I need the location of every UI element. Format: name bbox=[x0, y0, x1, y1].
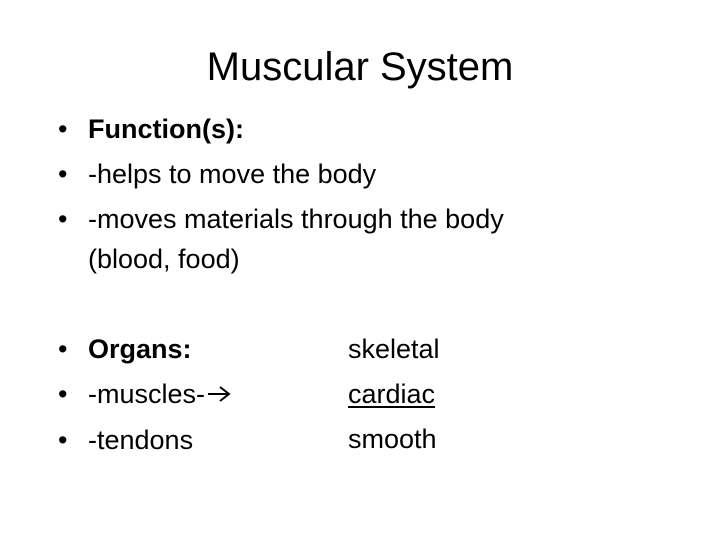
bullet-organs-muscles: • -muscles- bbox=[58, 372, 231, 418]
bullet-marker: • bbox=[58, 114, 68, 144]
function-heading: Function(s): bbox=[88, 114, 244, 144]
function-item-text: -helps to move the body bbox=[88, 159, 377, 189]
bullet-function-heading: • Function(s): bbox=[58, 107, 504, 152]
bullet-marker: • bbox=[58, 334, 68, 364]
organ-item-text: -muscles- bbox=[88, 379, 206, 409]
bullet-function-move-body: • -helps to move the body bbox=[58, 152, 504, 197]
bullet-marker: • bbox=[58, 159, 68, 189]
function-item-continuation: (blood, food) bbox=[88, 244, 240, 274]
organ-item-text: -tendons bbox=[88, 425, 194, 456]
organs-heading: Organs: bbox=[88, 334, 192, 364]
slide-title: Muscular System bbox=[206, 45, 514, 89]
right-arrow-icon bbox=[207, 371, 231, 416]
bullet-marker: • bbox=[58, 379, 68, 409]
muscle-types-list: skeletal cardiac smooth bbox=[348, 327, 440, 462]
muscle-type-cardiac: cardiac bbox=[348, 379, 436, 409]
function-item-text: -moves materials through the body bbox=[88, 204, 504, 234]
bullet-organs-heading: • Organs: bbox=[58, 327, 231, 372]
function-bullet-list: • Function(s): • -helps to move the body… bbox=[58, 107, 504, 279]
bullet-marker: • bbox=[58, 204, 68, 234]
muscle-type-smooth: smooth bbox=[348, 424, 437, 454]
organs-bullet-list: • Organs: • -muscles- • -tendons bbox=[58, 327, 231, 463]
bullet-function-moves-materials: • -moves materials through the body (blo… bbox=[58, 199, 504, 279]
bullet-organs-tendons: • -tendons bbox=[58, 418, 231, 463]
muscle-type-skeletal: skeletal bbox=[348, 334, 440, 364]
bullet-marker: • bbox=[58, 425, 68, 456]
